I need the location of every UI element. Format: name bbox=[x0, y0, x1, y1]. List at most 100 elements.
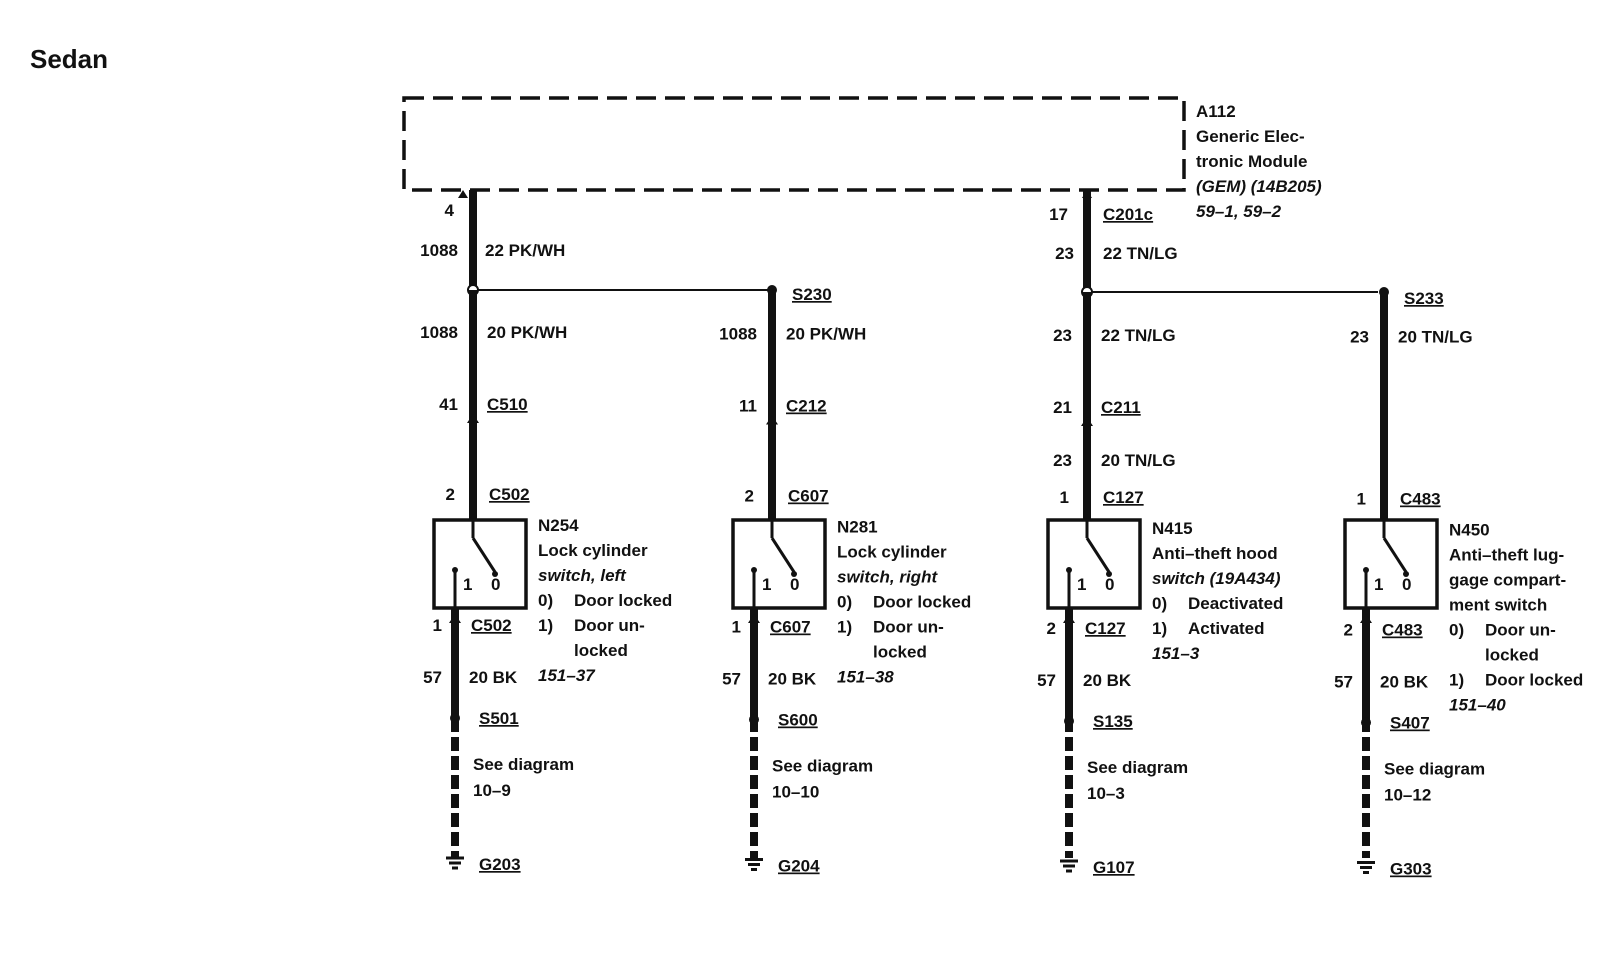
gem-pin-right: 17 bbox=[1049, 205, 1068, 224]
switch-desc-3-1: gage compart- bbox=[1449, 571, 1566, 590]
switch-desc-3-0: Anti–theft lug- bbox=[1449, 546, 1564, 565]
switch-pin-top-0: 2 bbox=[446, 485, 455, 504]
switch-connector-top-1: C607 bbox=[788, 487, 829, 506]
ground-splice-dot-3 bbox=[1361, 717, 1371, 728]
see-diagram-3: See diagram bbox=[1384, 760, 1485, 779]
switch-ref-2: 151–3 bbox=[1152, 644, 1200, 663]
state-key-3-0: 0) bbox=[1449, 621, 1464, 640]
inline-pin-2: 21 bbox=[1053, 398, 1072, 417]
splice-dot-1 bbox=[767, 285, 777, 295]
splice-label-s233: S233 bbox=[1404, 289, 1444, 308]
ground-splice-dot-0 bbox=[450, 713, 460, 723]
state-text-0-0: Door locked bbox=[574, 591, 672, 610]
switch-desc-0-1: switch, left bbox=[538, 566, 627, 585]
module-ref: 59–1, 59–2 bbox=[1196, 202, 1282, 221]
state-text-2-1: Activated bbox=[1188, 619, 1265, 638]
trunk-right-circuit: 23 bbox=[1055, 244, 1074, 263]
switch-pos-0-0: 0 bbox=[491, 575, 500, 594]
switch-desc-1-1: switch, right bbox=[837, 568, 938, 587]
switch-pos-0-3: 0 bbox=[1402, 575, 1411, 594]
state-text-0-1: Door un- bbox=[574, 616, 645, 635]
inline-pin-1: 11 bbox=[739, 397, 757, 416]
see-diagram-0: See diagram bbox=[473, 755, 574, 774]
upper-wire-1: 20 PK/WH bbox=[786, 325, 866, 344]
state-text-1-1: Door un- bbox=[873, 618, 944, 637]
switch-bottom-marker-2 bbox=[1063, 614, 1075, 623]
switch-pin-top-2: 1 bbox=[1060, 488, 1069, 507]
switch-connector-bottom-3: C483 bbox=[1382, 621, 1423, 640]
ground-wire-2: 20 BK bbox=[1083, 671, 1132, 690]
switch-connector-bottom-0: C502 bbox=[471, 616, 512, 635]
inline-pin-0: 41 bbox=[439, 395, 458, 414]
switch-connector-bottom-1: C607 bbox=[770, 618, 811, 637]
switch-box-2 bbox=[1046, 518, 1142, 610]
switch-lever-1 bbox=[770, 537, 796, 573]
state-key-2-0: 0) bbox=[1152, 594, 1167, 613]
gem-connector-right: C201c bbox=[1103, 205, 1153, 224]
ground-wire-1: 20 BK bbox=[768, 670, 817, 689]
module-name-line-1: Generic Elec- bbox=[1196, 127, 1305, 146]
upper-circuit-2: 23 bbox=[1053, 326, 1072, 345]
ground-splice-3: S407 bbox=[1390, 714, 1430, 733]
state-key-1-0: 0) bbox=[837, 593, 852, 612]
switch-ref-3: 151–40 bbox=[1449, 696, 1506, 715]
switch-desc-2-1: switch (19A434) bbox=[1152, 569, 1281, 588]
state-text-3-2: Door locked bbox=[1485, 671, 1583, 690]
gem-module-box bbox=[402, 96, 1186, 192]
switch-bottom-marker-3 bbox=[1360, 614, 1372, 623]
state-key-3-2: 1) bbox=[1449, 671, 1464, 690]
ground-splice-dot-1 bbox=[749, 714, 759, 725]
ground-circuit-1: 57 bbox=[722, 670, 741, 689]
ground-circuit-3: 57 bbox=[1334, 673, 1353, 692]
splice-label-s230: S230 bbox=[792, 285, 832, 304]
ground-splice-0: S501 bbox=[479, 709, 519, 728]
switch-id-3: N450 bbox=[1449, 521, 1490, 540]
switch-contact-0-0 bbox=[492, 571, 498, 577]
switch-bottom-marker-0 bbox=[449, 614, 461, 623]
switch-pos-1-3: 1 bbox=[1374, 575, 1383, 594]
switch-pos-1-1: 1 bbox=[762, 575, 771, 594]
switch-ref-0: 151–37 bbox=[538, 666, 596, 685]
see-diagram-ref-0: 10–9 bbox=[473, 781, 511, 800]
ground-label-1: G204 bbox=[778, 857, 820, 876]
switch-pin-bottom-1: 1 bbox=[732, 618, 741, 637]
gem-pin-left-marker bbox=[458, 190, 468, 198]
state-text-3-0: Door un- bbox=[1485, 621, 1556, 640]
see-diagram-2: See diagram bbox=[1087, 758, 1188, 777]
ground-splice-1: S600 bbox=[778, 711, 818, 730]
switch-ref-1: 151–38 bbox=[837, 668, 894, 687]
ground-wire-3: 20 BK bbox=[1380, 673, 1429, 692]
module-name-line-2: tronic Module bbox=[1196, 152, 1307, 171]
switch-contact-0-1 bbox=[791, 571, 797, 577]
switch-lever-3 bbox=[1382, 537, 1408, 573]
ground-circuit-0: 57 bbox=[423, 668, 442, 687]
state-key-0-1: 1) bbox=[538, 616, 553, 635]
switch-id-2: N415 bbox=[1152, 519, 1193, 538]
gem-pin-left: 4 bbox=[445, 201, 455, 220]
inline-connector-marker-0 bbox=[467, 414, 479, 423]
state-text-3-1: locked bbox=[1485, 646, 1539, 665]
state-text-1-0: Door locked bbox=[873, 593, 971, 612]
switch-lever-2 bbox=[1085, 537, 1111, 573]
switch-connector-bottom-2: C127 bbox=[1085, 619, 1126, 638]
inline-connector-marker-1 bbox=[766, 415, 778, 425]
ground-label-0: G203 bbox=[479, 855, 521, 874]
switch-pin-bottom-0: 1 bbox=[433, 616, 442, 635]
switch-id-1: N281 bbox=[837, 518, 878, 537]
lower-wire-2: 20 TN/LG bbox=[1101, 451, 1176, 470]
switch-desc-1-0: Lock cylinder bbox=[837, 543, 947, 562]
inline-connector-marker-2 bbox=[1081, 417, 1093, 426]
switch-box-1 bbox=[731, 518, 827, 610]
upper-circuit-3: 23 bbox=[1350, 328, 1369, 347]
switch-desc-3-2: ment switch bbox=[1449, 596, 1547, 615]
module-id: A112 bbox=[1196, 102, 1236, 121]
page-title: Sedan bbox=[30, 44, 108, 74]
switch-pin-top-1: 2 bbox=[745, 487, 754, 506]
state-text-1-2: locked bbox=[873, 643, 927, 662]
trunk-left-wire: 22 PK/WH bbox=[485, 241, 565, 260]
switch-pin-bottom-2: 2 bbox=[1047, 619, 1056, 638]
switch-connector-top-0: C502 bbox=[489, 485, 530, 504]
inline-connector-1: C212 bbox=[786, 397, 827, 416]
switch-contact-0-2 bbox=[1106, 571, 1112, 577]
switch-contact-0-3 bbox=[1403, 571, 1409, 577]
